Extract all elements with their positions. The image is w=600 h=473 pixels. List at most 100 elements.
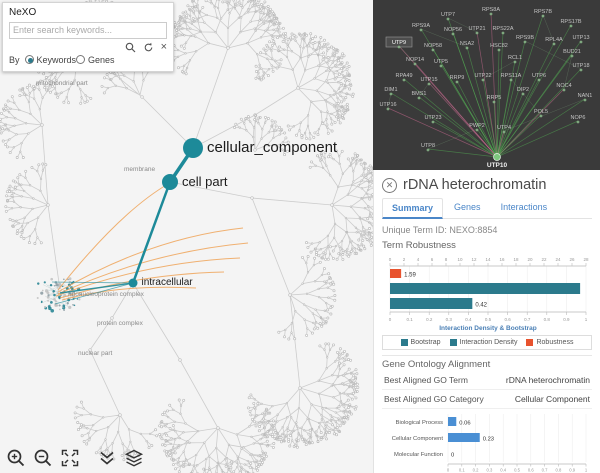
layers-button[interactable] [124,448,144,468]
network-node-label[interactable]: UTP21 [468,26,485,32]
network-node[interactable] [492,100,496,104]
network-node[interactable] [465,46,469,50]
network-node-label[interactable]: NOC4 [556,83,571,89]
circle-x-icon[interactable]: ✕ [382,177,397,193]
network-node[interactable] [509,78,513,82]
network-node[interactable] [431,120,435,124]
zoom-in-button[interactable] [6,448,26,468]
ontology-tree-canvas[interactable] [0,0,373,473]
search-by-genes[interactable]: Genes [76,55,115,65]
network-node[interactable] [541,14,545,18]
network-node-label[interactable]: RPA49 [395,73,412,79]
network-node[interactable] [513,60,517,64]
network-node[interactable] [579,40,583,44]
search-by-keywords[interactable]: Keywords [24,55,76,65]
network-node[interactable] [397,45,401,49]
network-node[interactable] [569,24,573,28]
network-node-label[interactable]: NSA2 [460,41,474,47]
network-node[interactable] [427,82,431,86]
network-node-label[interactable]: RPS9A [412,23,430,29]
tree-term-node[interactable] [162,174,178,190]
search-icon[interactable] [125,42,136,53]
network-node-label[interactable]: UTP18 [572,63,589,69]
network-node-label[interactable]: UTP15 [420,77,437,83]
network-node[interactable] [562,88,566,92]
network-node[interactable] [481,78,485,82]
network-node-label[interactable]: NOP58 [424,43,442,49]
network-node[interactable] [489,12,493,16]
network-node[interactable] [552,42,556,46]
network-node-label[interactable]: DIM1 [384,87,397,93]
network-node[interactable] [439,64,443,68]
network-node[interactable] [537,78,541,82]
network-node[interactable] [446,17,450,21]
zoom-out-button[interactable] [33,448,53,468]
network-node[interactable] [417,96,421,100]
network-node-label[interactable]: RPS11A [501,73,522,79]
network-node-label[interactable]: HSC82 [490,43,508,49]
gene-network-canvas[interactable]: UTP7 RPS8A RPS7B RPS17B RPS9A NOP56 UTP21 RPS22… [373,0,600,170]
network-node[interactable] [431,48,435,52]
network-node-label[interactable]: UTP5 [434,59,448,65]
network-node[interactable] [455,80,459,84]
network-node-label[interactable]: BMS1 [412,91,427,97]
network-node-label[interactable]: RPS22A [492,26,513,32]
search-input[interactable] [9,21,167,39]
network-node-label[interactable]: NOP6 [571,115,586,121]
network-node-label[interactable]: RPS17B [560,19,581,25]
network-node-label[interactable]: RPS7B [534,9,552,15]
radio-icon[interactable] [24,55,34,64]
clear-x-icon[interactable]: × [160,40,167,53]
network-node-label[interactable]: UTP22 [474,73,491,79]
network-node[interactable] [475,31,479,35]
network-node[interactable] [579,68,583,72]
collapse-levels-button[interactable] [97,448,117,468]
network-focus-node[interactable] [493,153,501,161]
tree-term-node[interactable] [183,138,203,158]
network-node[interactable] [419,28,423,32]
network-node[interactable] [402,78,406,82]
tree-term-node[interactable] [128,278,138,288]
network-node[interactable] [576,120,580,124]
network-node[interactable] [426,148,430,152]
network-node[interactable] [583,98,587,102]
network-node-label[interactable]: RPL4A [545,37,563,43]
network-node-label[interactable]: NOP14 [406,57,424,63]
network-node-label[interactable]: UTP23 [424,115,441,121]
network-node[interactable] [570,54,574,58]
network-node-label[interactable]: DIP2 [517,87,529,93]
network-node-label[interactable]: PWP2 [469,123,485,129]
network-node[interactable] [497,48,501,52]
network-node-label[interactable]: RCL1 [508,55,522,61]
network-node[interactable] [502,130,506,134]
network-node-label[interactable]: UTP4 [497,125,511,131]
network-node[interactable] [386,107,390,111]
network-node-label[interactable]: POL5 [534,109,548,115]
network-node-label[interactable]: UTP16 [379,102,396,108]
network-node[interactable] [523,40,527,44]
refresh-icon[interactable] [143,42,154,53]
network-node[interactable] [475,128,479,132]
fit-to-screen-button[interactable] [60,448,80,468]
network-node-label[interactable]: UTP9 [392,40,406,46]
network-node-label[interactable]: UTP7 [441,12,455,18]
network-node[interactable] [389,92,393,96]
network-node-label[interactable]: NAN1 [578,93,593,99]
tab-interactions[interactable]: Interactions [500,202,548,212]
network-node-label[interactable]: UTP8 [421,143,435,149]
network-node-label[interactable]: BUD21 [563,49,581,55]
network-node-label[interactable]: RRP9 [450,75,465,81]
tab-summary[interactable]: Summary [382,198,444,219]
network-node[interactable] [521,92,525,96]
network-node-label[interactable]: UTP6 [532,73,546,79]
network-node-label[interactable]: RPS8A [482,7,500,13]
network-node-label[interactable]: RRP5 [487,95,502,101]
radio-icon[interactable] [76,55,86,64]
network-node-label[interactable]: UTP13 [572,35,589,41]
network-node[interactable] [501,31,505,35]
tab-genes[interactable]: Genes [454,202,481,212]
network-node-label[interactable]: RPS9B [516,35,534,41]
network-node-label[interactable]: NOP56 [444,27,462,33]
network-node[interactable] [413,62,417,66]
network-node[interactable] [539,114,543,118]
